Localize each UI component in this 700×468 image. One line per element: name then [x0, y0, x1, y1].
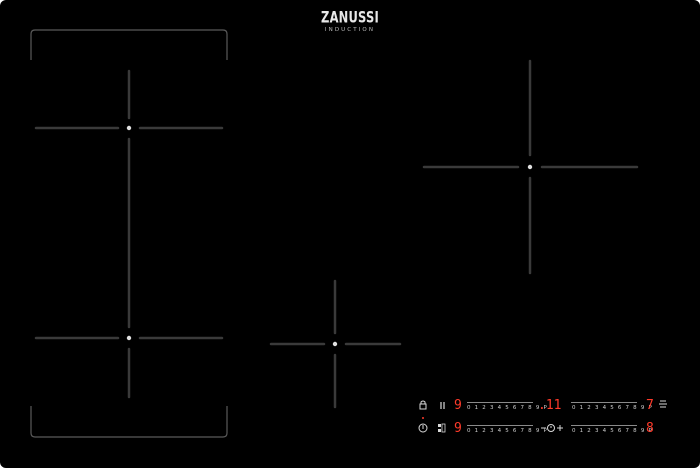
zone-middle-mark[interactable]	[269, 279, 402, 409]
zone-middle-center	[332, 341, 338, 347]
power-icon[interactable]	[418, 423, 428, 433]
timer-display: .11	[538, 398, 562, 413]
zone-left-rear-center	[126, 335, 132, 341]
zone-left-front-center	[126, 125, 132, 131]
slider-left-top-track[interactable]	[467, 402, 533, 403]
bridge-icon[interactable]	[438, 423, 446, 433]
zone-right-mark[interactable]	[422, 59, 639, 275]
timer-plus-icon[interactable]	[557, 425, 563, 431]
power-indicator-dot	[422, 417, 424, 419]
slider-right-bottom-track[interactable]	[571, 425, 637, 426]
display-right-bottom-level: 8	[646, 421, 654, 436]
slider-left-bottom-scale[interactable]: 0 1 2 3 4 5 6 7 8 9 P	[467, 428, 548, 434]
pause-icon[interactable]	[440, 402, 445, 409]
zone-left-front-mark[interactable]	[34, 69, 224, 329]
slider-right-bottom-scale[interactable]: 0 1 2 3 4 5 6 7 8 9 P	[572, 428, 653, 434]
zone-left-rear-mark[interactable]	[34, 336, 224, 399]
hob2hood-icon[interactable]	[659, 400, 667, 408]
display-left-bottom-level: 9	[454, 421, 462, 436]
slider-left-top-scale[interactable]: 0 1 2 3 4 5 6 7 8 9 P	[467, 405, 548, 411]
zone-right-center	[527, 164, 533, 170]
brand-subtitle: INDUCTION	[324, 27, 376, 33]
bridge-zone-frame	[30, 29, 228, 438]
slider-right-top-track[interactable]	[571, 402, 637, 403]
slider-right-top-scale[interactable]: 0 1 2 3 4 5 6 7 8 9 P	[572, 405, 653, 411]
display-left-top-level: 9	[454, 398, 462, 413]
lock-icon[interactable]	[419, 400, 427, 410]
display-right-top-level: 7	[646, 398, 654, 413]
slider-left-bottom-track[interactable]	[467, 425, 533, 426]
brand-logo: ZANUSSI	[321, 7, 379, 27]
timer-icon[interactable]	[547, 424, 555, 432]
